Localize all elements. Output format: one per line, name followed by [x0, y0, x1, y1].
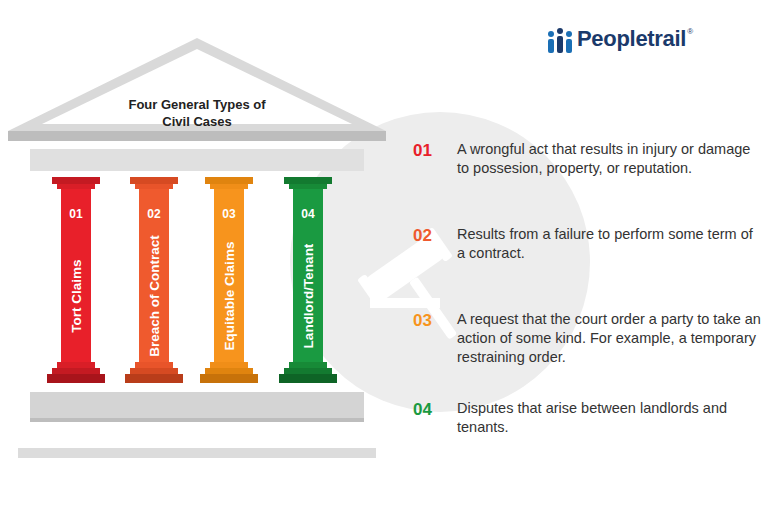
pillar-column: 01Tort Claims [61, 189, 91, 362]
callout-number: 02 [413, 226, 432, 246]
platform [30, 392, 364, 418]
logo-icon [548, 28, 572, 53]
callout-number: 03 [413, 311, 432, 331]
pediment [8, 38, 386, 131]
logo-text: Peopletrail [577, 26, 686, 52]
pillar-column: 02Breach of Contract [139, 189, 169, 362]
pillar-number: 04 [293, 207, 323, 221]
description-text: A wrongful act that results in injury or… [457, 140, 762, 178]
pillar-label: Breach of Contract [147, 235, 162, 357]
callout-number: 01 [413, 141, 432, 161]
entablature [30, 149, 364, 171]
pillar-label: Tort Claims [69, 259, 84, 332]
gavel-block [370, 298, 440, 308]
pillar-number: 03 [214, 207, 244, 221]
platform-edge [30, 418, 364, 422]
column-caps [52, 177, 332, 189]
ground-step [18, 448, 376, 458]
description-text: Results from a failure to perform some t… [457, 225, 762, 263]
column-bases [47, 362, 337, 383]
diagram-title: Four General Types of Civil Cases [117, 97, 277, 131]
callout-number: 04 [413, 400, 432, 420]
pillar-column: 04Landlord/Tenant [293, 189, 323, 362]
description-text: A request that the court order a party t… [457, 310, 762, 367]
cornice [8, 131, 386, 141]
description-text: Disputes that arise between landlords an… [457, 399, 762, 437]
logo-registered: ® [687, 27, 693, 36]
pillar-label: Landlord/Tenant [301, 243, 316, 348]
pillar-number: 01 [61, 207, 91, 221]
pillar-column: 03Equitable Claims [214, 189, 244, 362]
pillar-label: Equitable Claims [222, 241, 237, 350]
pediment-inner [42, 49, 352, 124]
pillar-number: 02 [139, 207, 169, 221]
